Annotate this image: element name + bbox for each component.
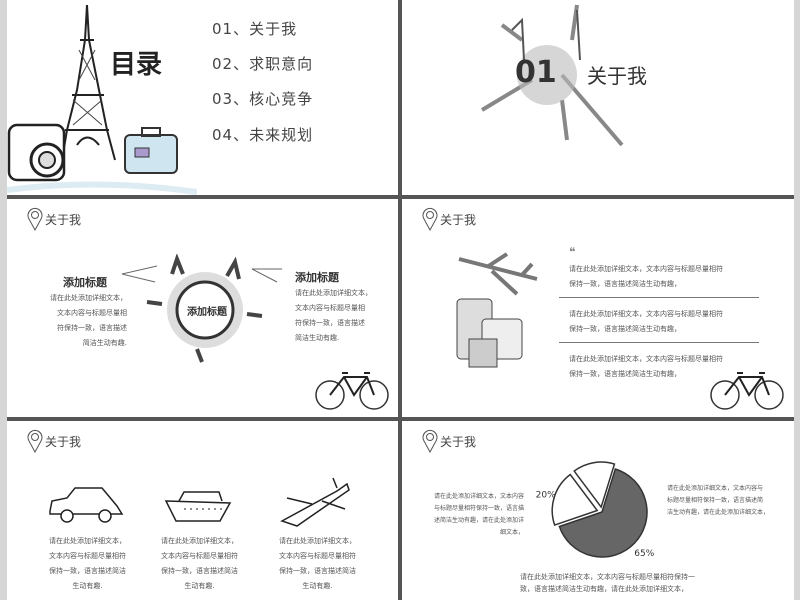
bottom-text: 请在此处添加详细文本，文本内容与标题尽量相符保持一致，语言描述简洁生动有趣，请在… xyxy=(520,571,695,595)
pie-slice xyxy=(573,461,616,509)
paragraph-3: 请在此处添加详细文本，文本内容与标题尽量相符保持一致，语言描述简洁生动有趣， xyxy=(569,355,723,378)
location-pin-icon xyxy=(27,429,43,453)
slide-contents[interactable]: 目录 01、关于我 02、求职意向 03、核心竞争 04、未来规划 xyxy=(7,0,398,195)
slide-header: 关于我 xyxy=(422,429,476,453)
pie-slice-label: 20% xyxy=(536,491,556,501)
section-title: 关于我 xyxy=(587,64,647,88)
column-text-2: 请在此处添加详细文本，文本内容与标题尽量相符保持一致，语言描述简洁生动有趣. xyxy=(161,537,238,590)
paragraph-1: 请在此处添加详细文本，文本内容与标题尽量相符保持一致，语言描述简洁生动有趣， xyxy=(569,265,723,288)
pie-slice-label: 65% xyxy=(634,549,654,559)
airplane-luggage-illustration xyxy=(456,252,538,368)
world-landmarks-illustration xyxy=(480,4,624,147)
pie-slice-label: 15% xyxy=(582,457,602,460)
slide-header: 关于我 xyxy=(27,207,81,231)
header-label: 关于我 xyxy=(440,212,477,227)
left-gutter xyxy=(0,0,7,600)
right-text: 请在此处添加详细文本，文本内容与标题尽量相符保持一致，语言描述简洁生动有趣. xyxy=(295,289,372,342)
slide-header: 关于我 xyxy=(422,207,476,231)
pie-chart: 65% 20% 15% xyxy=(536,457,655,559)
toc-title: 目录 xyxy=(110,50,163,80)
section-number: 01 xyxy=(515,55,557,90)
slide-about-me-2[interactable]: 关于我 ❝ 请在此处添加详细文本，文本内容与标题尽量相符保持一致，语言描述简洁生… xyxy=(402,199,794,417)
bicycle-icon xyxy=(710,372,784,410)
location-pin-icon xyxy=(422,207,438,231)
airplane-icon xyxy=(280,477,350,527)
divider xyxy=(559,342,759,343)
slide-header: 关于我 xyxy=(27,429,81,453)
center-title: 添加标题 xyxy=(187,307,227,318)
right-gutter xyxy=(794,0,800,600)
left-title: 添加标题 xyxy=(63,276,107,289)
right-title: 添加标题 xyxy=(295,271,339,284)
toc-item-3[interactable]: 03、核心竞争 xyxy=(212,90,314,108)
toc-item-2[interactable]: 02、求职意向 xyxy=(212,55,314,73)
car-icon xyxy=(49,487,124,523)
location-pin-icon xyxy=(27,207,43,231)
slide-about-me-3[interactable]: 关于我 请在此处添加详细文本，文本内容与标题尽量相符保持一致，语言描述简洁生动有… xyxy=(7,421,398,600)
globe-city-illustration xyxy=(121,254,282,363)
slide-about-me-4[interactable]: 关于我 请在此处添加详细文本，文本内容与标题尽量相符保持一致，语言描述简洁生动有… xyxy=(402,421,794,600)
quote-icon: ❝ xyxy=(569,245,576,259)
left-text: 请在此处添加详细文本，文本内容与标题尽量相符保持一致，语言描述简洁生动有趣. xyxy=(50,294,127,347)
location-pin-icon xyxy=(422,429,438,453)
pie-slice xyxy=(558,468,648,558)
column-text-1: 请在此处添加详细文本，文本内容与标题尽量相符保持一致，语言描述简洁生动有趣. xyxy=(49,537,126,590)
right-text: 请在此处添加详细文本，文本内容与标题尽量相符保持一致，语言描述简洁生动有趣，请在… xyxy=(667,485,770,516)
slide-section-01[interactable]: 01 关于我 xyxy=(402,0,794,195)
left-text: 请在此处添加详细文本，文本内容与标题尽量相符保持一致，语言描述简洁生动有趣，请在… xyxy=(433,493,524,536)
header-label: 关于我 xyxy=(45,434,82,449)
bicycle-icon xyxy=(315,372,389,410)
header-label: 关于我 xyxy=(45,212,82,227)
toc-item-4[interactable]: 04、未来规划 xyxy=(212,126,314,144)
ship-icon xyxy=(164,491,232,522)
divider xyxy=(559,297,759,298)
eiffel-tower-camera-suitcase-illustration xyxy=(7,4,197,195)
paragraph-2: 请在此处添加详细文本，文本内容与标题尽量相符保持一致，语言描述简洁生动有趣， xyxy=(569,310,723,333)
slide-about-me-1[interactable]: 关于我 添加标题 请在此处添加详细文本，文本内容与标题尽量相符保持一致，语言描述… xyxy=(7,199,398,417)
toc-item-1[interactable]: 01、关于我 xyxy=(212,20,298,38)
pie-slice xyxy=(551,473,599,526)
header-label: 关于我 xyxy=(440,434,477,449)
column-text-3: 请在此处添加详细文本，文本内容与标题尽量相符保持一致，语言描述简洁生动有趣. xyxy=(279,537,356,590)
